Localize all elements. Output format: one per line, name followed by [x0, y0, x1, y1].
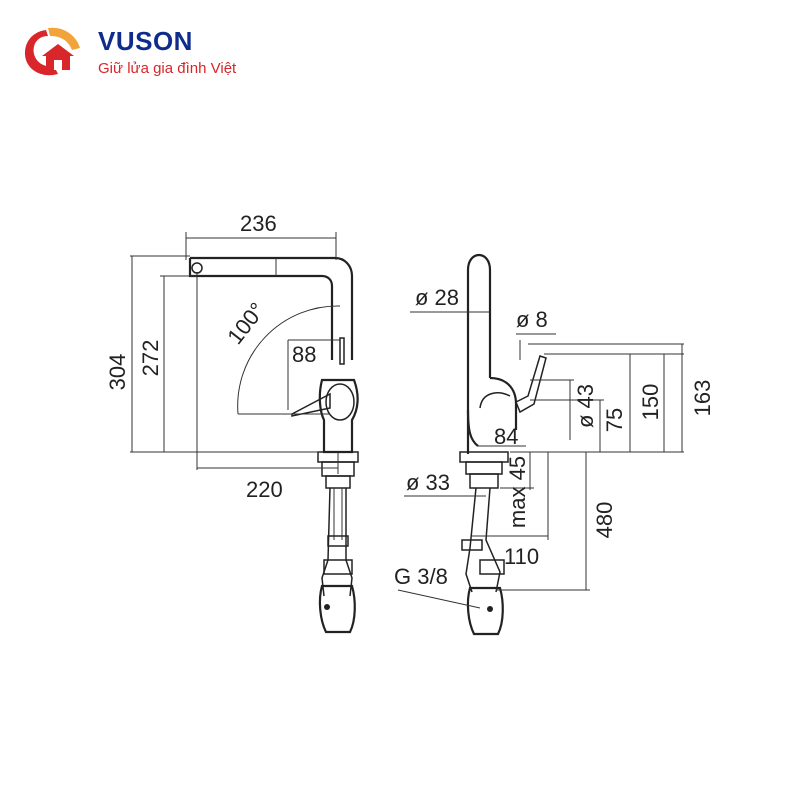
dim-height-spout: 272 [138, 340, 163, 377]
front-view-dimensions [130, 232, 341, 474]
side-view-faucet [459, 253, 547, 636]
dim-hose-reach: 110 [504, 544, 539, 569]
dim-width-top: 236 [240, 211, 277, 236]
dim-body-depth: 84 [494, 424, 518, 449]
front-view-faucet [188, 256, 359, 634]
dim-handle-diameter: ø 8 [516, 307, 548, 332]
dim-spout-reach: 220 [246, 477, 283, 502]
dim-overall-height: 163 [690, 380, 715, 417]
dim-handle-reach: 88 [292, 342, 316, 367]
dim-body-diameter: ø 43 [573, 384, 598, 428]
dim-handle-top-height: 150 [638, 384, 663, 421]
dim-height-total: 304 [105, 354, 130, 391]
brand-tagline: Giữ lửa gia đình Việt [98, 60, 237, 77]
dim-hole-diameter: ø 33 [406, 470, 450, 495]
house-flame-icon [24, 27, 80, 76]
dim-hose-length: 480 [592, 502, 617, 539]
dim-deck-thickness: max 45 [505, 456, 530, 528]
dim-spout-diameter: ø 28 [415, 285, 459, 310]
brand-logo: VUSON Giữ lửa gia đình Việt [18, 22, 258, 82]
dim-connection: G 3/8 [394, 564, 448, 589]
dim-handle-height: 75 [602, 408, 627, 432]
side-view-dimensions [397, 311, 684, 609]
brand-name: VUSON [98, 26, 193, 56]
dim-swivel-angle: 100° [222, 298, 270, 349]
